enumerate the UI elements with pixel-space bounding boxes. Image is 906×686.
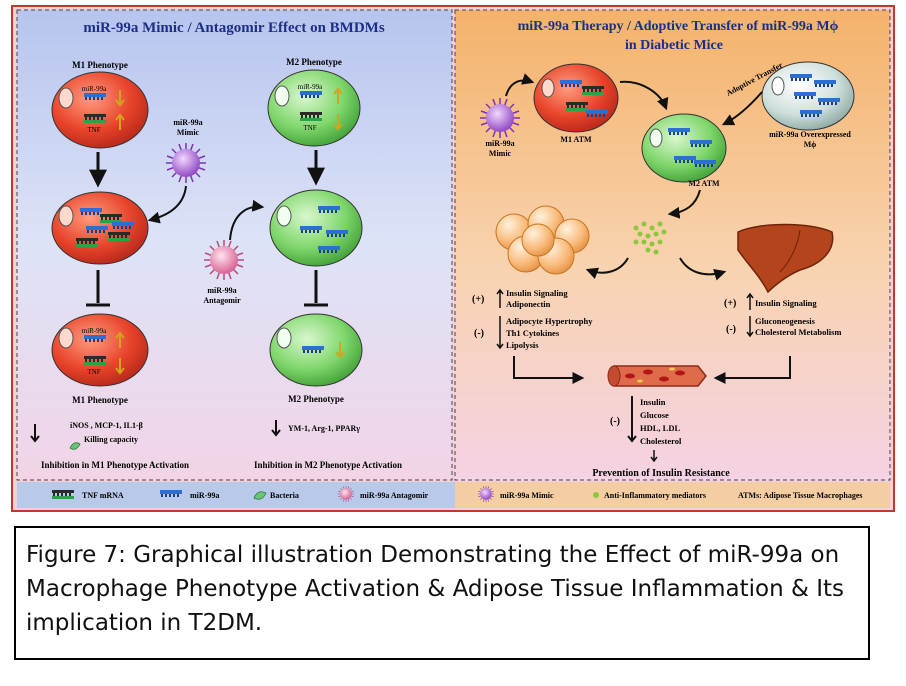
m1-macrophage-middle	[51, 191, 149, 265]
antagomir-virus-icon	[203, 239, 245, 281]
m1-macrophage-bottom: miR-99a TNF	[51, 313, 149, 387]
svg-text:(+): (+)	[472, 294, 484, 305]
m2-macrophage-top: miR-99a TNF	[267, 69, 361, 147]
svg-text:(-): (-)	[610, 416, 620, 427]
svg-text:Lipolysis: Lipolysis	[506, 340, 539, 350]
svg-text:TNF: TNF	[87, 368, 100, 376]
svg-text:M2 Phenotype: M2 Phenotype	[288, 394, 344, 404]
prevention-label: Prevention of Insulin Resistance	[592, 468, 730, 479]
bacteria-icon	[69, 442, 81, 450]
svg-text:Glucose: Glucose	[640, 410, 669, 420]
svg-text:Bacteria: Bacteria	[270, 491, 299, 500]
figure-caption-box: Figure 7: Graphical illustration Demonst…	[14, 526, 870, 660]
m2-markers: YM-1, Arg-1, PPARγ	[288, 424, 360, 433]
inhibit-m2-label: Inhibition in M2 Phenotype Activation	[254, 460, 402, 470]
svg-text:Gluconeogenesis: Gluconeogenesis	[755, 316, 816, 326]
svg-text:miR-99a: miR-99a	[207, 286, 236, 295]
liver-icon	[737, 223, 834, 294]
svg-text:(-): (-)	[726, 324, 736, 335]
svg-text:Cholesterol: Cholesterol	[640, 436, 682, 446]
m1-bottom-label: M1 Phenotype	[72, 395, 128, 405]
svg-text:M1 ATM: M1 ATM	[560, 135, 592, 144]
svg-text:Th1 Cytokines: Th1 Cytokines	[506, 328, 560, 338]
svg-text:(+): (+)	[724, 298, 736, 309]
svg-text:Cholesterol Metabolism: Cholesterol Metabolism	[755, 327, 841, 337]
mediator-legend-icon	[593, 492, 599, 498]
left-panel-title: miR-99a Mimic / Antagomir Effect on BMDM…	[83, 20, 384, 36]
svg-text:miR-99a Mimic: miR-99a Mimic	[500, 491, 554, 500]
svg-text:M2 ATM: M2 ATM	[688, 179, 720, 188]
svg-text:ATMs: Adipose Tissue Macrophag: ATMs: Adipose Tissue Macrophages	[738, 491, 863, 500]
svg-text:miR-99a: miR-99a	[82, 85, 107, 93]
svg-text:miR-99a: miR-99a	[190, 491, 219, 500]
m1-top-label: M1 Phenotype	[72, 60, 128, 70]
m1-atm-cell	[533, 63, 619, 133]
svg-text:miR-99a: miR-99a	[173, 118, 202, 127]
svg-text:miR-99a Overexpressed: miR-99a Overexpressed	[769, 130, 851, 139]
svg-text:Insulin Signaling: Insulin Signaling	[506, 288, 568, 298]
m1-markers: iNOS , MCP-1, IL1-β	[70, 421, 143, 430]
svg-text:Adipocyte Hypertrophy: Adipocyte Hypertrophy	[506, 316, 593, 326]
m2-macrophage-bottom	[269, 313, 363, 387]
svg-text:Mimic: Mimic	[489, 149, 512, 158]
svg-text:M2 Phenotype: M2 Phenotype	[286, 57, 342, 67]
svg-text:miR-99a: miR-99a	[298, 83, 323, 91]
svg-text:Anti-Inflammatory mediators: Anti-Inflammatory mediators	[604, 491, 706, 500]
svg-text:Killing capacity: Killing capacity	[84, 435, 138, 444]
right-panel-title-1: miR-99a Therapy / Adoptive Transfer of m…	[518, 19, 839, 34]
overexpressed-macrophage	[761, 61, 855, 131]
adipocyte-cluster-icon	[495, 205, 590, 275]
svg-text:TNF: TNF	[303, 124, 316, 132]
svg-text:miR-99a Antagomir: miR-99a Antagomir	[360, 491, 429, 500]
mimic-virus-icon	[165, 142, 207, 184]
svg-text:Mimic: Mimic	[177, 128, 200, 137]
svg-text:miR-99a: miR-99a	[82, 327, 107, 335]
m2-macrophage-middle	[269, 189, 363, 267]
svg-text:Insulin Signaling: Insulin Signaling	[755, 298, 817, 308]
svg-text:(-): (-)	[474, 328, 484, 339]
inhibit-m1-label: Inhibition in M1 Phenotype Activation	[41, 460, 189, 470]
anti-inflammatory-dots	[633, 221, 667, 255]
svg-text:HDL, LDL: HDL, LDL	[640, 423, 680, 433]
svg-text:TNF mRNA: TNF mRNA	[82, 491, 124, 500]
figure-caption: Figure 7: Graphical illustration Demonst…	[26, 542, 844, 636]
m1-macrophage-top: miR-99a TNF	[51, 71, 149, 149]
svg-text:miR-99a: miR-99a	[485, 139, 514, 148]
svg-text:Insulin: Insulin	[640, 397, 666, 407]
svg-text:TNF: TNF	[87, 126, 100, 134]
svg-text:Antagomir: Antagomir	[203, 296, 241, 305]
blood-vessel-icon	[607, 365, 707, 387]
m2-atm-cell	[641, 113, 727, 183]
right-panel-title-2: in Diabetic Mice	[625, 38, 723, 53]
svg-text:Mϕ: Mϕ	[804, 140, 817, 149]
figure-diagram: miR-99a Mimic / Antagomir Effect on BMDM…	[11, 5, 895, 512]
svg-text:Adiponectin: Adiponectin	[506, 299, 551, 309]
mimic-virus-icon-right	[479, 97, 521, 139]
bacteria-legend-icon	[253, 491, 267, 500]
